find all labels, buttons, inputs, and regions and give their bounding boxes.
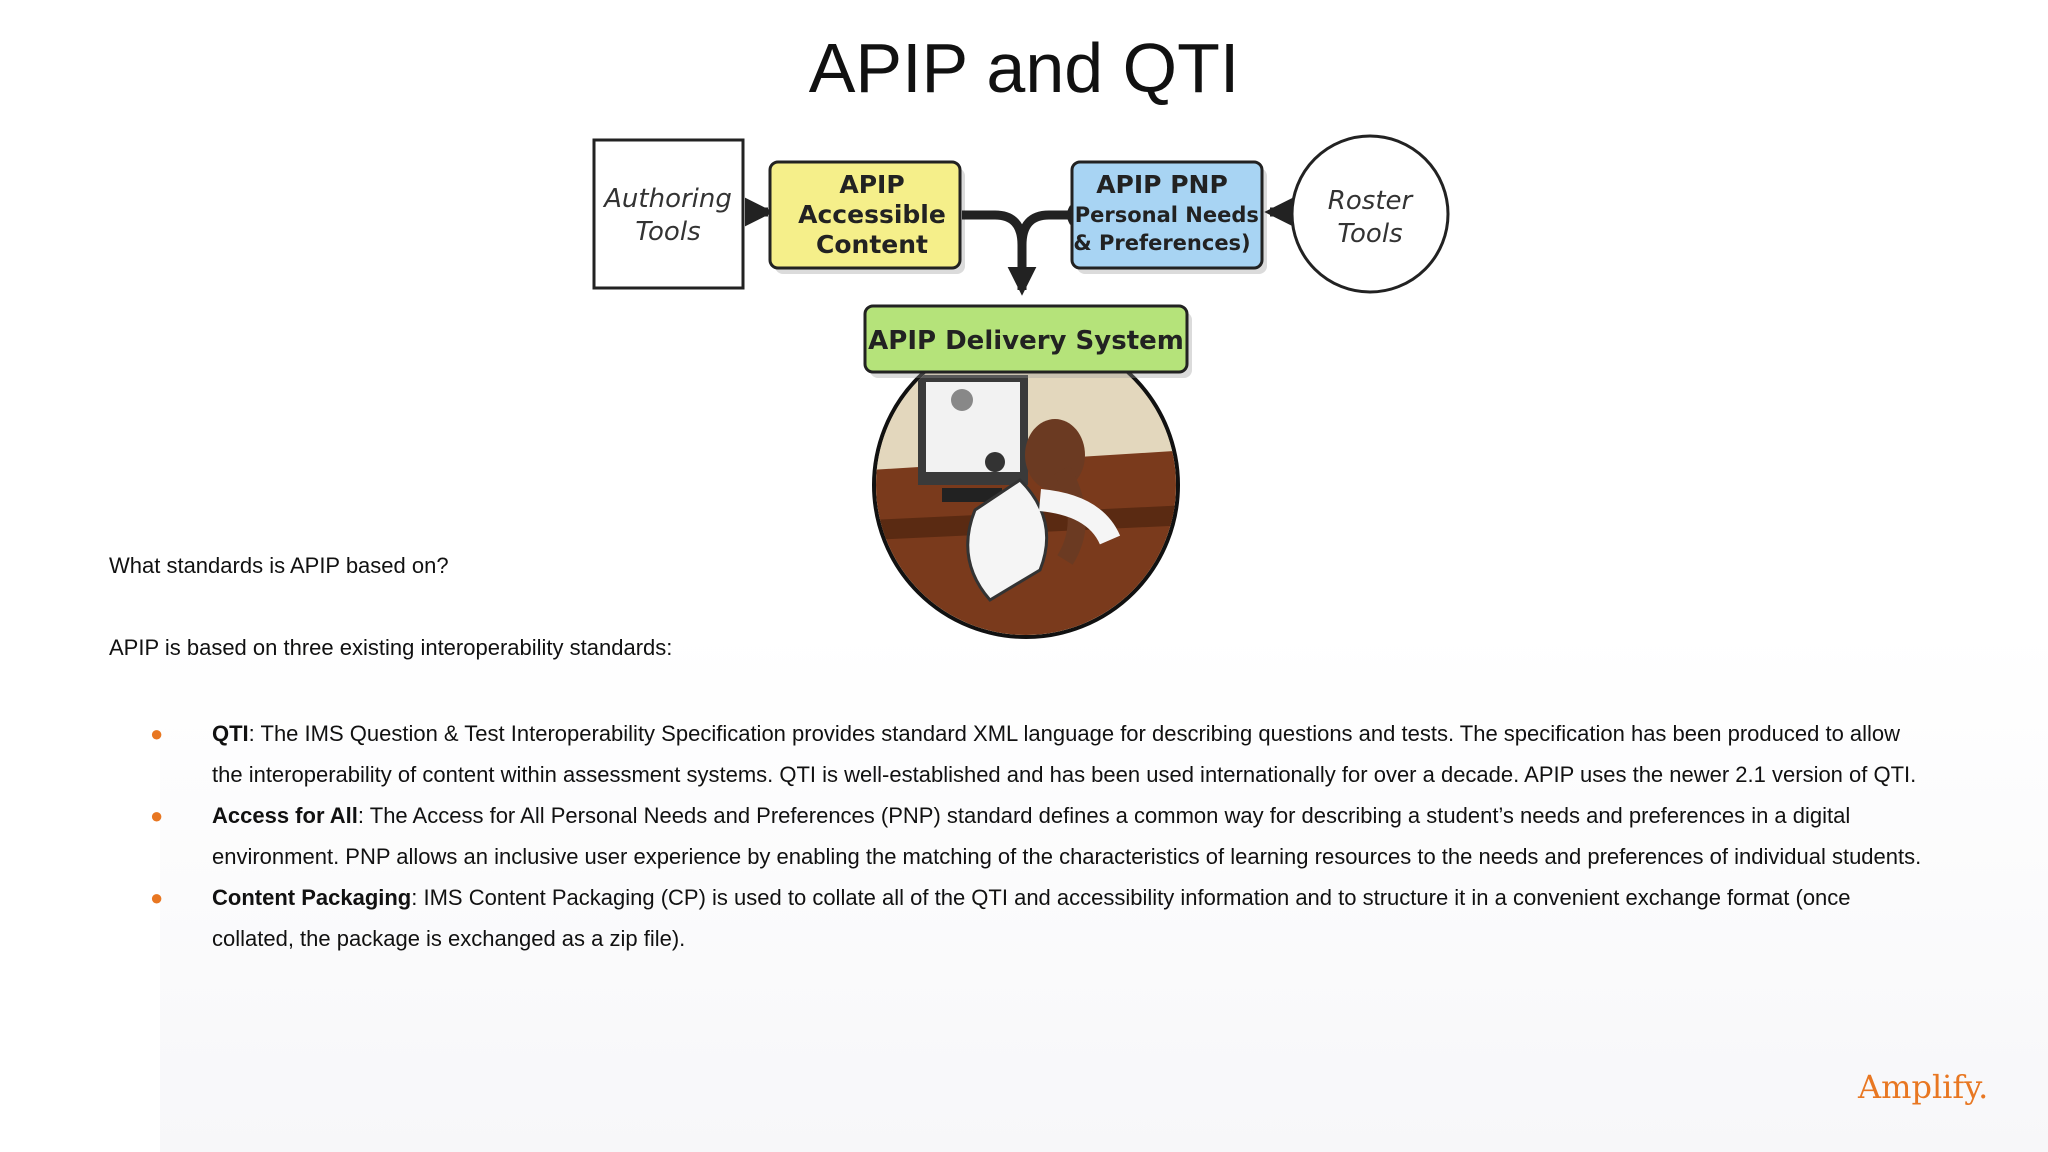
authoring-line-1: Authoring — [602, 184, 732, 214]
standards-list: ● QTI: The IMS Question & Test Interoper… — [0, 713, 2048, 959]
bullet-dot: ● — [150, 795, 163, 836]
bullet-dot: ● — [150, 877, 163, 918]
bullet-term: Content Packaging — [212, 885, 411, 910]
bullet-dot: ● — [150, 713, 163, 754]
content-line-3: Content — [816, 230, 928, 259]
roster-line-1: Roster — [1328, 186, 1415, 216]
bullet-text: : IMS Content Packaging (CP) is used to … — [212, 885, 1851, 951]
question-text: What standards is APIP based on? — [109, 551, 449, 581]
pnp-line-1: APIP PNP — [1096, 170, 1228, 199]
authoring-tools-box: Authoring Tools — [594, 140, 743, 288]
list-item-content-packaging: ● Content Packaging: IMS Content Packagi… — [0, 877, 2048, 959]
bullet-term: Access for All — [212, 803, 358, 828]
accessible-content-box: APIP Accessible Content — [770, 162, 965, 274]
roster-line-2: Tools — [1337, 219, 1402, 249]
intro-text: APIP is based on three existing interope… — [109, 633, 672, 663]
content-line-1: APIP — [839, 170, 904, 199]
content-line-2: Accessible — [798, 200, 946, 229]
list-item-qti: ● QTI: The IMS Question & Test Interoper… — [0, 713, 2048, 795]
delivery-label: APIP Delivery System — [868, 326, 1184, 356]
authoring-line-2: Tools — [635, 217, 700, 247]
apip-pnp-box: APIP PNP (Personal Needs & Preferences) — [1065, 162, 1267, 274]
pnp-line-3: & Preferences) — [1073, 231, 1250, 255]
roster-tools-circle: Roster Tools — [1292, 136, 1448, 292]
bullet-term: QTI — [212, 721, 249, 746]
list-item-access-for-all: ● Access for All: The Access for All Per… — [0, 795, 2048, 877]
pnp-line-2: (Personal Needs — [1065, 203, 1259, 227]
bullet-text: : The Access for All Personal Needs and … — [212, 803, 1921, 869]
amplify-logo: Amplify. — [1858, 1068, 1988, 1106]
arrow-content-to-delivery — [962, 215, 1022, 290]
delivery-system-box: APIP Delivery System — [865, 306, 1192, 378]
bullet-text: : The IMS Question & Test Interoperabili… — [212, 721, 1916, 787]
